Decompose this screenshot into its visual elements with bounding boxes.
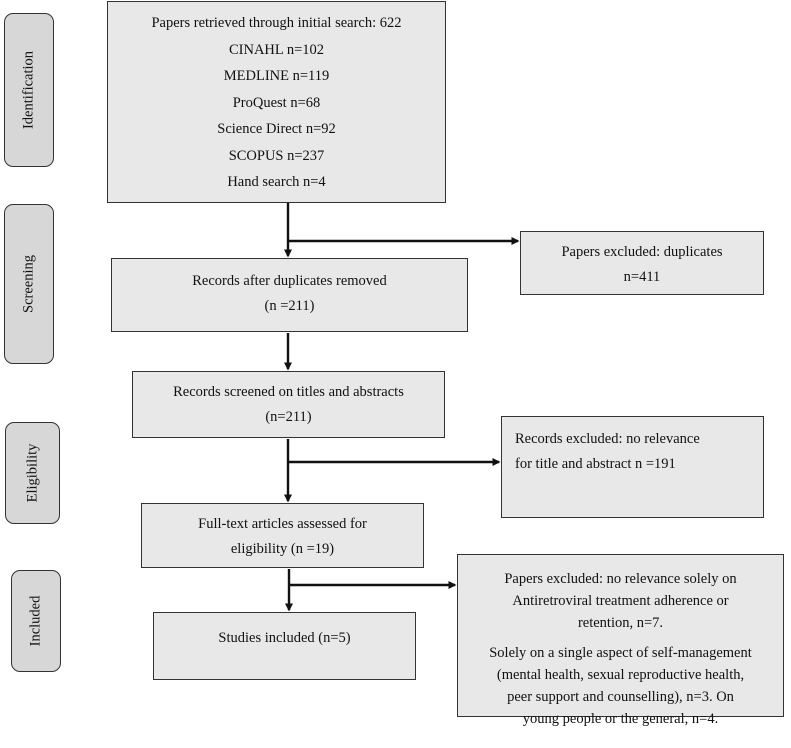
excluded-fulltext-line: peer support and counselling), n=3. On [507,689,734,705]
excluded-duplicates-line: n=411 [623,269,661,285]
fulltext-line: eligibility (n =19) [230,541,335,557]
initial-search-title: Papers retrieved through initial search:… [151,15,402,31]
source-count: MEDLINE n=119 [223,68,330,84]
duplicates-removed-line: (n =211) [264,298,315,314]
stage-screening: Screening [4,204,54,364]
excluded-fulltext-line: Solely on a single aspect of self-manage… [489,645,752,661]
excluded-fulltext-box: Papers excluded: no relevance solely on … [457,554,784,727]
excluded-fulltext-line: Papers excluded: no relevance solely on [504,571,737,587]
included-box: Studies included (n=5) [153,612,416,680]
excluded-duplicates-line: Papers excluded: duplicates [561,244,723,260]
initial-search-box: Papers retrieved through initial search:… [107,1,446,203]
excluded-relevance-line: for title and abstract n =191 [515,456,676,472]
duplicates-removed-box: Records after duplicates removed (n =211… [111,258,468,332]
excluded-relevance-line: Records excluded: no relevance [515,431,700,447]
source-count: SCOPUS n=237 [228,147,325,164]
screened-box: Records screened on titles and abstracts… [132,371,445,438]
source-count: CINAHL n=102 [228,41,325,58]
excluded-fulltext-line: Antiretroviral treatment adherence or [512,593,729,609]
stage-identification: Identification [4,13,54,167]
screened-line: Records screened on titles and abstracts [173,384,404,400]
stage-eligibility: Eligibility [5,422,60,524]
excluded-relevance-box: Records excluded: no relevance for title… [501,416,764,518]
excluded-fulltext-line: (mental health, sexual reproductive heal… [496,667,745,683]
fulltext-box: Full-text articles assessed for eligibil… [141,503,424,568]
excluded-fulltext-line: young people or the general, n=4. [522,711,719,727]
excluded-fulltext-line: retention, n=7. [577,615,664,631]
screened-line: (n=211) [265,409,312,425]
excluded-duplicates-box: Papers excluded: duplicates n=411 [520,231,764,295]
included-line: Studies included (n=5) [218,630,351,646]
source-count: ProQuest n=68 [232,94,321,111]
duplicates-removed-line: Records after duplicates removed [192,273,387,289]
fulltext-line: Full-text articles assessed for [198,516,367,532]
source-count: Science Direct n=92 [217,121,336,137]
source-count: Hand search n=4 [227,174,326,190]
stage-included: Included [11,570,61,672]
